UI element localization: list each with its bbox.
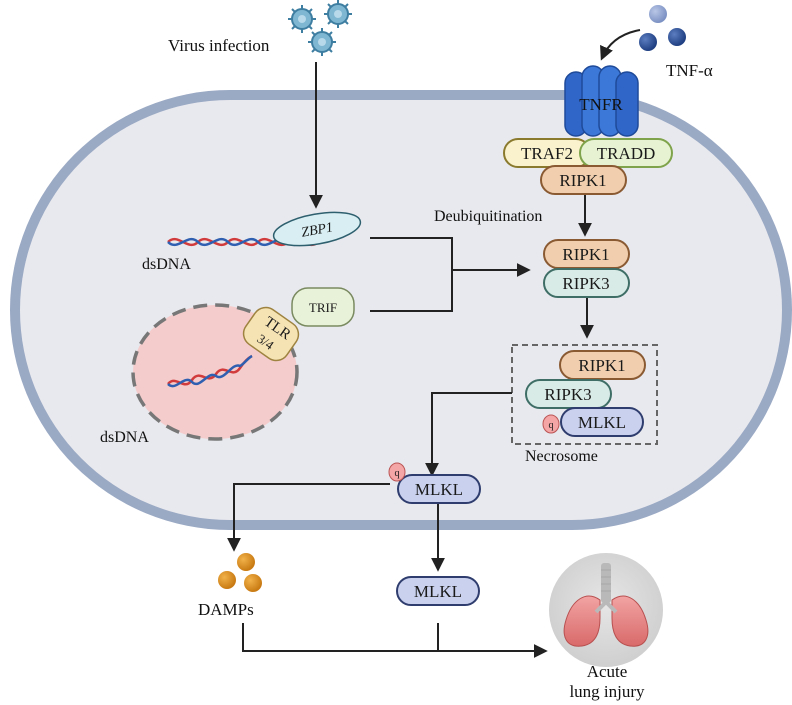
zbp1-label: ZBP1: [300, 220, 334, 240]
tnfr-label: TNFR: [579, 95, 623, 114]
mlkl-lower-label: MLKL: [415, 480, 463, 499]
mlkl-necrosome-label: MLKL: [578, 413, 626, 432]
mlkl-necrosome-pill: [560, 407, 644, 437]
ripk3-necrosome-pill: [525, 379, 612, 409]
ripk3-necrosome-label: RIPK3: [544, 385, 591, 404]
lung-icon: [549, 553, 663, 667]
dsdna-upper-label: dsDNA: [142, 256, 191, 273]
ripk1-top-label: RIPK1: [559, 171, 606, 190]
ripk1-mid-label: RIPK1: [562, 245, 609, 264]
mlkl-outside-label: MLKL: [414, 582, 462, 601]
ripk1-necrosome-label: RIPK1: [578, 356, 625, 375]
ripk1-top-pill: [540, 165, 627, 195]
ripk1-necrosome-pill: [559, 350, 646, 380]
phospho-lower-icon: q: [388, 462, 406, 482]
phospho-necrosome-icon: q: [542, 414, 560, 434]
dsdna-lower-label: dsDNA: [100, 429, 149, 446]
necrosome-label: Necrosome: [525, 448, 598, 465]
tnf-alpha-label: TNF-α: [666, 61, 713, 80]
tradd-label: TRADD: [597, 144, 656, 163]
acute-label-line2: lung injury: [569, 682, 645, 701]
tlr34-receptor: [242, 306, 300, 362]
necrosome-to-mlkl-arrow: [425, 392, 512, 477]
tnf-alpha-molecules-icon: [639, 5, 686, 51]
zbp1-protein: [272, 211, 362, 247]
trif-connector: [370, 270, 453, 312]
dsdna-helix-lower-icon: [167, 354, 253, 388]
trif-pill: [291, 287, 355, 327]
mlkl-lower-pill: [397, 474, 481, 504]
ripk3-mid-pill: [543, 268, 630, 298]
traf2-tradd-complex: [503, 138, 673, 168]
traf2-label: TRAF2: [521, 144, 573, 163]
damps-to-lung-arrow: [242, 623, 548, 658]
damps-label: DAMPs: [198, 600, 254, 619]
svg-text:q: q: [549, 420, 554, 431]
necrosome-box: [511, 344, 658, 445]
tnf-to-tnfr-arrow: [600, 29, 641, 61]
svg-text:q: q: [395, 468, 400, 479]
virus-infection-label: Virus infection: [168, 36, 270, 55]
tnfr-receptor-icon: [564, 65, 639, 137]
damps-particles-icon: [218, 553, 262, 592]
ripk3-mid-label: RIPK3: [562, 274, 609, 293]
zbp1-connector: [370, 237, 453, 270]
mlkl-to-damps-arrow: [227, 483, 390, 552]
mlkl-outside-pill: [396, 576, 480, 606]
virus-particles-icon: [288, 0, 352, 56]
deubiquitination-label: Deubiquitination: [434, 208, 542, 225]
acute-label-line1: Acute: [587, 662, 628, 681]
trif-label: TRIF: [309, 300, 337, 315]
